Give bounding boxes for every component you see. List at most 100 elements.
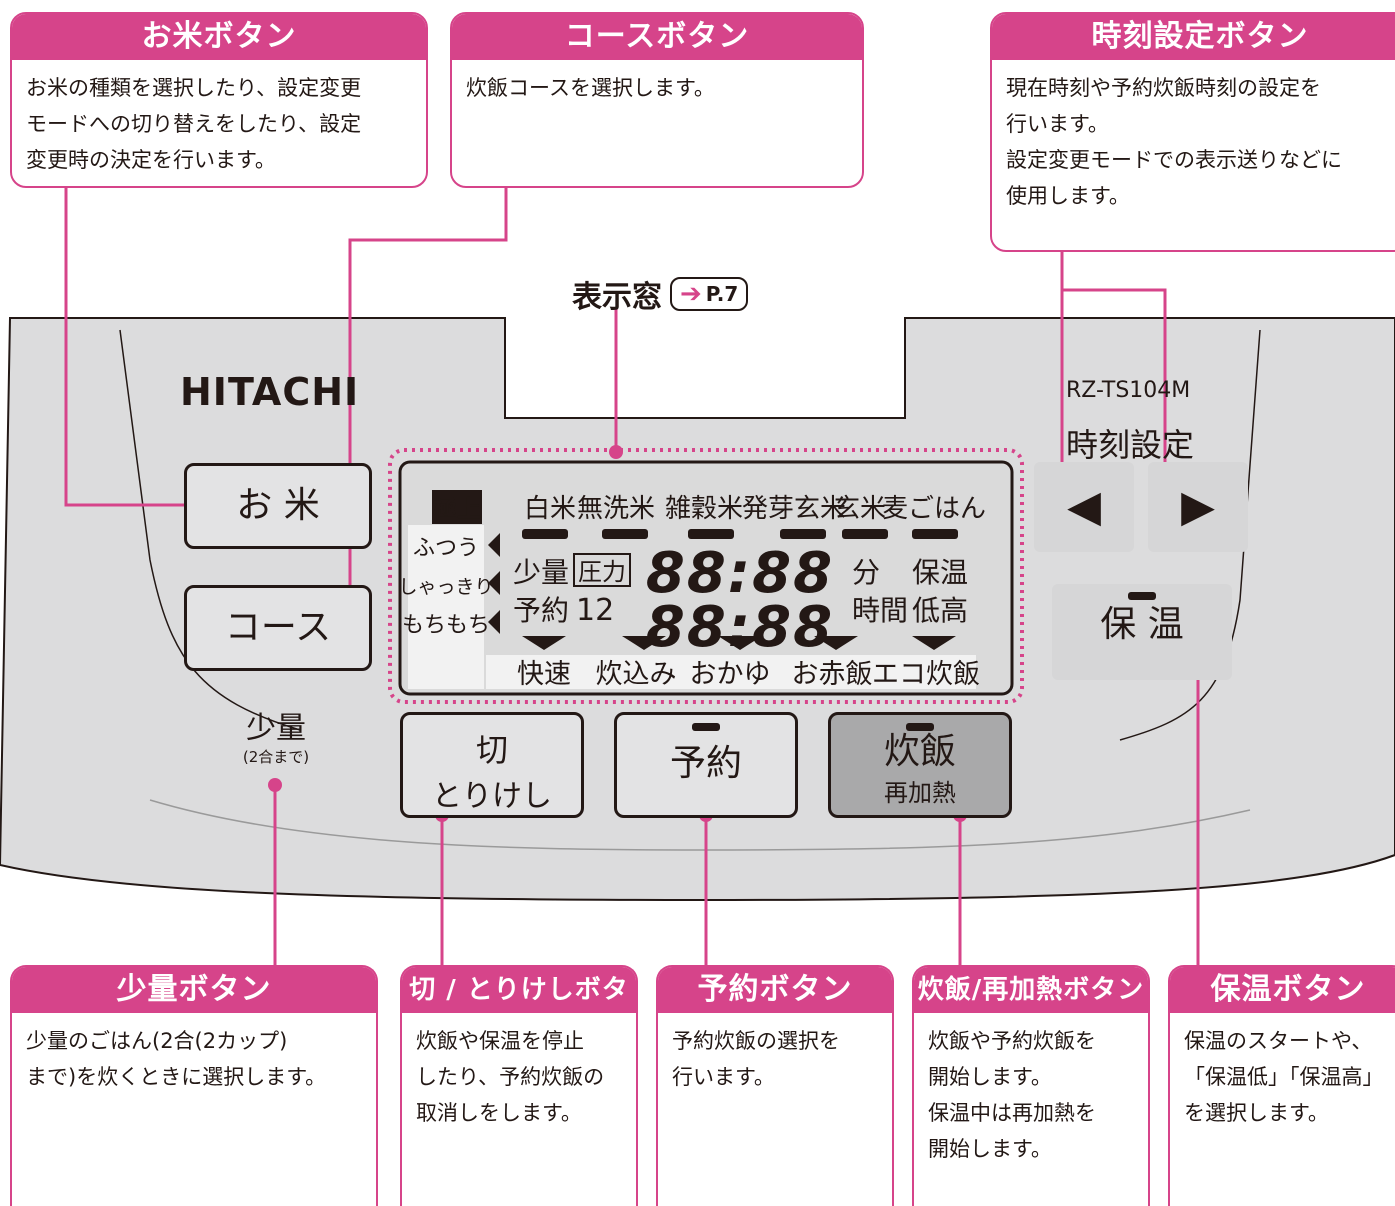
cancel-button-label: 切 [475, 731, 508, 769]
callout-body: 予約炊飯の選択を 行います。 [672, 1029, 840, 1089]
lcd-course: 炊込み [596, 659, 677, 690]
lcd-course-strip [486, 655, 976, 689]
brand-logo: HITACHI [180, 370, 360, 414]
lcd-indicator-bar [780, 529, 826, 539]
lcd-texture: ふつう [413, 536, 479, 561]
lcd-texture: もちもち [402, 613, 490, 638]
triangle-down-icon [622, 636, 666, 650]
lcd-pressure-label: 圧力 [578, 558, 626, 586]
callout-title: コースボタン [452, 14, 862, 60]
callout-body: 炊飯や保温を停止 したり、予約炊飯の 取消しをします。 [416, 1029, 605, 1125]
panel-inner-curve-right [1119, 329, 1261, 741]
clock-forward-button[interactable]: ▶ [1148, 462, 1248, 552]
lcd-minute-label: 分 [852, 556, 880, 589]
callout-title: 予約ボタン [658, 967, 892, 1013]
course-button-label: コース [224, 607, 332, 648]
lcd-pressure-box [573, 553, 631, 587]
callout-body: 炊飯コースを選択します。 [466, 76, 715, 100]
arrow-right-icon: ➔ [680, 279, 702, 309]
page-reference[interactable]: ➔ P.7 [670, 277, 749, 311]
rice-button[interactable]: お 米 [184, 463, 372, 549]
triangle-down-icon [522, 636, 566, 650]
callout-timer-button: 予約ボタン 予約炊飯の選択を 行います。 [656, 965, 894, 1206]
callout-title: 炊飯/再加熱ボタン [914, 967, 1148, 1013]
lcd-hour-label: 時間 [852, 594, 908, 627]
triangle-down-icon [718, 636, 762, 650]
callout-cook-button: 炊飯/再加熱ボタン 炊飯や予約炊飯を 開始します。 保温中は再加熱を 開始します… [912, 965, 1150, 1206]
callout-warm-button: 保温ボタン 保温のスタートや、 「保温低」「保温高」 を選択します。 [1168, 965, 1395, 1206]
warm-indicator-lamp [1128, 592, 1156, 600]
lcd-course: エコ炊飯 [872, 659, 980, 690]
panel-bottom-curve [149, 799, 1251, 851]
lcd-twelve-label: 12 [576, 593, 614, 628]
triangle-right-icon: ▶ [1181, 481, 1215, 532]
lcd-rice-type: 発芽玄米 [742, 494, 846, 524]
callout-title: 保温ボタン [1170, 967, 1395, 1013]
timer-indicator-lamp [692, 723, 720, 731]
clock-setting-label: 時刻設定 [1066, 426, 1195, 464]
timer-button[interactable]: 予約 [614, 712, 798, 818]
callout-title: 少量ボタン [12, 967, 376, 1013]
lcd-digits-top: 88:88 [646, 541, 834, 606]
callout-body: 保温のスタートや、 「保温低」「保温高」 を選択します。 [1184, 1029, 1384, 1125]
lcd-course: おかゆ [690, 659, 771, 690]
lcd-rice-type: 無洗米 [577, 494, 655, 524]
triangle-left-icon [488, 533, 500, 557]
callout-clock-button: 時刻設定ボタン 現在時刻や予約炊飯時刻の設定を 行います。 設定変更モードでの表… [990, 12, 1395, 252]
cancel-button[interactable]: 切 とりけし [400, 712, 584, 818]
lcd-indicator-bar [522, 529, 568, 539]
callout-title: 切 / とりけしボタン [402, 967, 636, 1051]
display-window-title: 表示窓 [572, 280, 662, 315]
lcd-course: 快速 [517, 659, 571, 690]
display-window-label: 表示窓 ➔ P.7 [572, 272, 749, 316]
lcd-indicator-bar [912, 529, 958, 539]
callout-body: 現在時刻や予約炊飯時刻の設定を 行います。 設定変更モードでの表示送りなどに 使… [1006, 76, 1342, 208]
lcd-small-label: 少量 [513, 556, 569, 589]
triangle-left-icon: ◀ [1067, 481, 1101, 532]
leader-lines [64, 186, 1200, 966]
cook-button[interactable]: 炊飯 再加熱 [828, 712, 1012, 818]
lcd-digits-bottom: 88:88 [646, 595, 834, 660]
lcd-texture-strip [408, 525, 484, 689]
callout-title: お米ボタン [12, 14, 426, 60]
triangle-left-icon [488, 610, 500, 634]
lcd-badge-bg [432, 490, 482, 524]
triangle-left-icon [488, 571, 500, 595]
clock-back-button[interactable]: ◀ [1034, 462, 1134, 552]
warm-button-label: 保 温 [1100, 604, 1184, 645]
small-quantity-sub: (2合まで) [242, 748, 310, 766]
triangle-down-icon [912, 636, 956, 650]
lcd-indicator-bar [688, 529, 734, 539]
lcd-badge: 極上 [433, 495, 481, 523]
lcd-rice-type: 白米 [524, 494, 576, 524]
lcd-indicator-bar [842, 529, 888, 539]
lcd-warm-levels: 低高 [912, 594, 968, 627]
callout-body: 炊飯や予約炊飯を 開始します。 保温中は再加熱を 開始します。 [928, 1029, 1096, 1161]
callout-body: 少量のごはん(2合(2カップ) まで)を炊くときに選択します。 [26, 1029, 327, 1089]
display-window-highlight [388, 448, 1024, 704]
lcd-indicator-bar [602, 529, 648, 539]
callout-small-button: 少量ボタン 少量のごはん(2合(2カップ) まで)を炊くときに選択します。 [10, 965, 378, 1206]
lcd-course: お赤飯 [792, 659, 873, 690]
model-number: RZ-TS104M [1066, 378, 1191, 403]
triangle-down-icon [814, 636, 858, 650]
timer-button-label: 予約 [669, 743, 742, 784]
callout-body: お米の種類を選択したり、設定変更 モードへの切り替えをしたり、設定 変更時の決定… [26, 76, 362, 172]
lcd-rice-type: 麦ごはん [882, 494, 986, 524]
course-button[interactable]: コース [184, 585, 372, 671]
page-reference-text: P.7 [705, 282, 739, 306]
lcd-rice-type: 雑穀米 [665, 494, 743, 524]
small-quantity-label: 少量 [246, 711, 306, 746]
lcd-texture: しゃっきり [398, 576, 493, 598]
callout-cancel-button: 切 / とりけしボタン 炊飯や保温を停止 したり、予約炊飯の 取消しをします。 [400, 965, 638, 1206]
cancel-button-sub: とりけし [432, 779, 552, 814]
reheat-label: 再加熱 [884, 779, 956, 807]
lcd-rice-type: 玄米 [834, 494, 886, 524]
rice-button-label: お 米 [236, 485, 320, 526]
callout-title: 時刻設定ボタン [992, 14, 1395, 60]
warm-button[interactable]: 保 温 [1052, 584, 1232, 680]
small-quantity-button[interactable]: 少量 (2合まで) [228, 712, 324, 767]
lcd-warm-label: 保温 [912, 556, 968, 589]
lcd-timer-label: 予約 [513, 594, 569, 627]
